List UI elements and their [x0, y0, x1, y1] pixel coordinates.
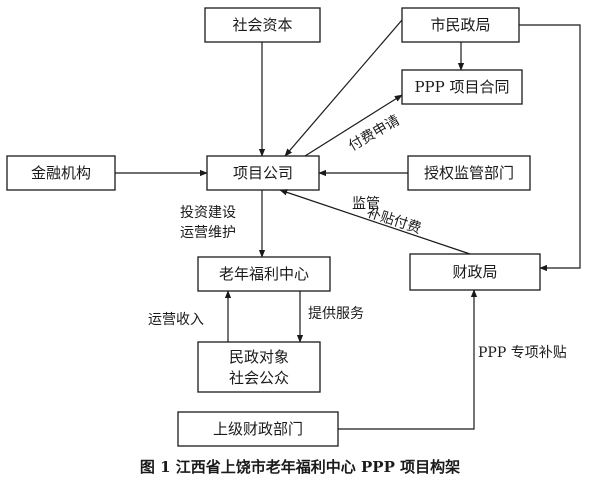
- node-finance-bureau: 财政局: [409, 253, 541, 291]
- node-project-company-label: 项目公司: [233, 164, 293, 182]
- label-investment-line2: 运营维护: [180, 225, 236, 241]
- node-financial-institution-label: 金融机构: [31, 164, 91, 182]
- label-supervision: 监管: [352, 196, 380, 212]
- edge-bureau-to-finance-bureau: [519, 24, 581, 272]
- label-ppp-special-subsidy: PPP 专项补贴: [478, 345, 567, 361]
- node-authorized-supervisor: 授权监管部门: [407, 155, 531, 191]
- node-superior-finance-dept: 上级财政部门: [177, 411, 339, 447]
- label-investment-line1: 投资建设: [180, 205, 236, 221]
- edge-finance-bureau-to-project-company: [279, 189, 471, 255]
- edge-bureau-to-project-company: [284, 19, 403, 157]
- node-social-capital-label: 社会资本: [232, 16, 292, 34]
- node-authorized-supervisor-label: 授权监管部门: [424, 164, 514, 182]
- edge-superior-to-finance-bureau: [338, 289, 478, 430]
- node-civil-affairs-objects-line1: 民政对象: [229, 348, 289, 366]
- node-social-capital: 社会资本: [204, 7, 321, 43]
- node-elderly-welfare-center-label: 老年福利中心: [219, 265, 309, 283]
- node-project-company: 项目公司: [206, 155, 320, 191]
- node-ppp-contract-label: PPP 项目合同: [414, 78, 509, 96]
- label-subsidy-payment: 补贴付费: [365, 205, 423, 238]
- node-finance-bureau-label: 财政局: [452, 263, 497, 281]
- figure-caption: 图 1 江西省上饶市老年福利中心 PPP 项目构架: [140, 458, 460, 476]
- node-civil-affairs-bureau: 市民政局: [401, 7, 520, 43]
- label-payment-application: 付费申请: [346, 113, 402, 155]
- node-financial-institution: 金融机构: [6, 155, 116, 191]
- node-civil-affairs-objects-line2: 社会公众: [229, 369, 289, 387]
- label-operating-income: 运营收入: [148, 312, 204, 328]
- label-provide-service: 提供服务: [308, 306, 364, 322]
- node-ppp-contract: PPP 项目合同: [401, 69, 523, 105]
- node-civil-affairs-objects: 民政对象 社会公众: [197, 341, 321, 393]
- node-civil-affairs-bureau-label: 市民政局: [430, 16, 490, 34]
- node-elderly-welfare-center: 老年福利中心: [197, 256, 331, 292]
- node-superior-finance-dept-label: 上级财政部门: [213, 420, 303, 438]
- edge-project-company-to-contract: [304, 94, 403, 157]
